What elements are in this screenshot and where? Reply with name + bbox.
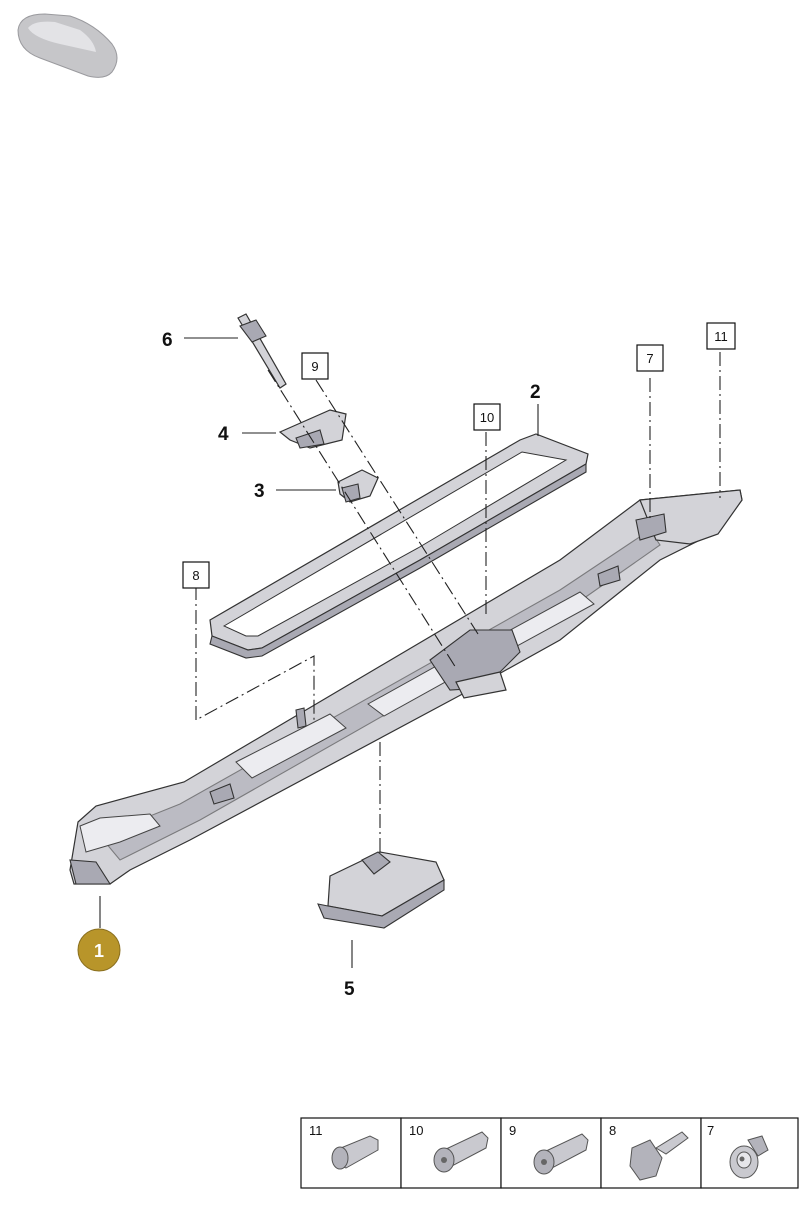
svg-text:11: 11: [714, 329, 728, 344]
plastic-rivet-icon: [629, 1131, 689, 1181]
callout-2: 2: [530, 382, 541, 403]
svg-text:8: 8: [609, 1123, 616, 1138]
svg-text:8: 8: [192, 568, 199, 583]
pin-part-6[interactable]: [237, 313, 287, 389]
svg-text:7: 7: [646, 351, 653, 366]
trim-panel-part-1[interactable]: [69, 489, 743, 885]
svg-text:11: 11: [309, 1123, 323, 1138]
ref-box-7: 7: [636, 344, 664, 372]
clip-nut-icon: [729, 1135, 769, 1179]
leader-lines: [99, 337, 539, 968]
callout-3: 3: [254, 481, 265, 502]
svg-text:9: 9: [311, 359, 318, 374]
callout-1-badge[interactable]: 1: [77, 928, 121, 972]
ref-box-8: 8: [182, 561, 210, 589]
svg-text:10: 10: [480, 410, 494, 425]
ref-box-9: 9: [301, 352, 329, 380]
ref-box-10: 10: [473, 403, 501, 431]
fastener-cell-7[interactable]: 7: [700, 1117, 799, 1189]
fastener-cell-11[interactable]: 11: [300, 1117, 402, 1189]
callout-6: 6: [162, 330, 173, 351]
clip-part-3[interactable]: [337, 469, 379, 503]
vehicle-thumbnail-icon: [17, 13, 118, 78]
torx-bolt-icon: [433, 1131, 489, 1173]
fastener-cell-9[interactable]: 9: [500, 1117, 602, 1189]
callout-4: 4: [218, 424, 229, 445]
ref-box-11: 11: [706, 322, 736, 350]
callout-5: 5: [344, 979, 355, 1000]
svg-text:7: 7: [707, 1123, 714, 1138]
fastener-cell-10[interactable]: 10: [400, 1117, 502, 1189]
callout-1: 1: [94, 941, 104, 961]
torx-bolt-icon: [533, 1133, 589, 1175]
svg-text:10: 10: [409, 1123, 423, 1138]
bolt-short-icon: [331, 1135, 379, 1170]
fastener-cell-8[interactable]: 8: [600, 1117, 702, 1189]
fastener-table: 11 10 9 8: [300, 1117, 799, 1189]
seal-frame-part-2[interactable]: [209, 433, 589, 659]
bracket-part-4[interactable]: [278, 409, 347, 449]
assembly-lines: [195, 352, 721, 854]
release-switch-part-5[interactable]: [317, 851, 445, 929]
svg-text:9: 9: [509, 1123, 516, 1138]
